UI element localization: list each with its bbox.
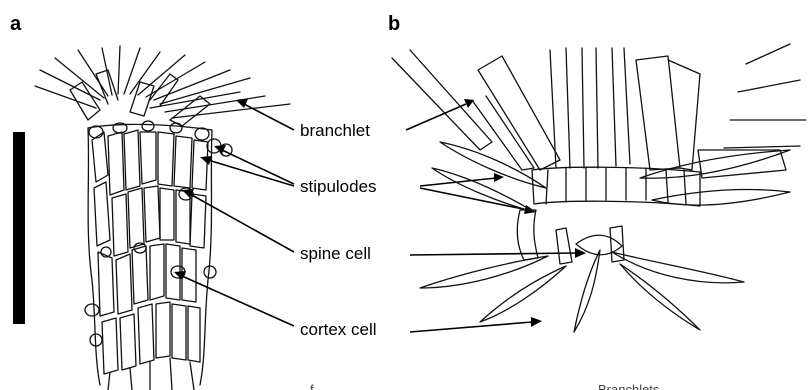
bottom-fragment-right: Branchlets [598,382,660,390]
panel-a: a [10,13,290,390]
leader-branchlet-a [244,104,294,130]
panel-b: b [388,13,806,332]
bottom-fragment-left: f [310,382,314,390]
arrowhead-cortex-cell-b [531,317,542,327]
callouts: branchlet stipulodes spine cell cortex c… [174,99,586,339]
panel-b-upper-branchlets [392,44,806,178]
leader-stipulodes-b1 [420,178,496,186]
leader-cortex-cell-b [410,322,532,332]
panel-b-spines [420,142,790,332]
panel-a-lower-branchlets [108,358,194,390]
panel-a-cortex-cells [92,130,208,374]
label-cortex-cell: cortex cell [300,320,377,339]
panel-b-node [517,167,700,264]
leader-cortex-cell-a [182,276,294,326]
label-spine-cell: spine cell [300,244,371,263]
leader-spine-cell-b [410,253,576,255]
label-branchlet: branchlet [300,121,370,140]
label-stipulodes: stipulodes [300,177,377,196]
panel-a-branchlets [35,46,290,126]
arrowhead-stipulodes-a2 [200,156,212,165]
arrowhead-branchlet-a [236,99,248,108]
panel-b-letter: b [388,13,400,35]
scale-bar [13,132,25,324]
panel-a-letter: a [10,13,22,35]
